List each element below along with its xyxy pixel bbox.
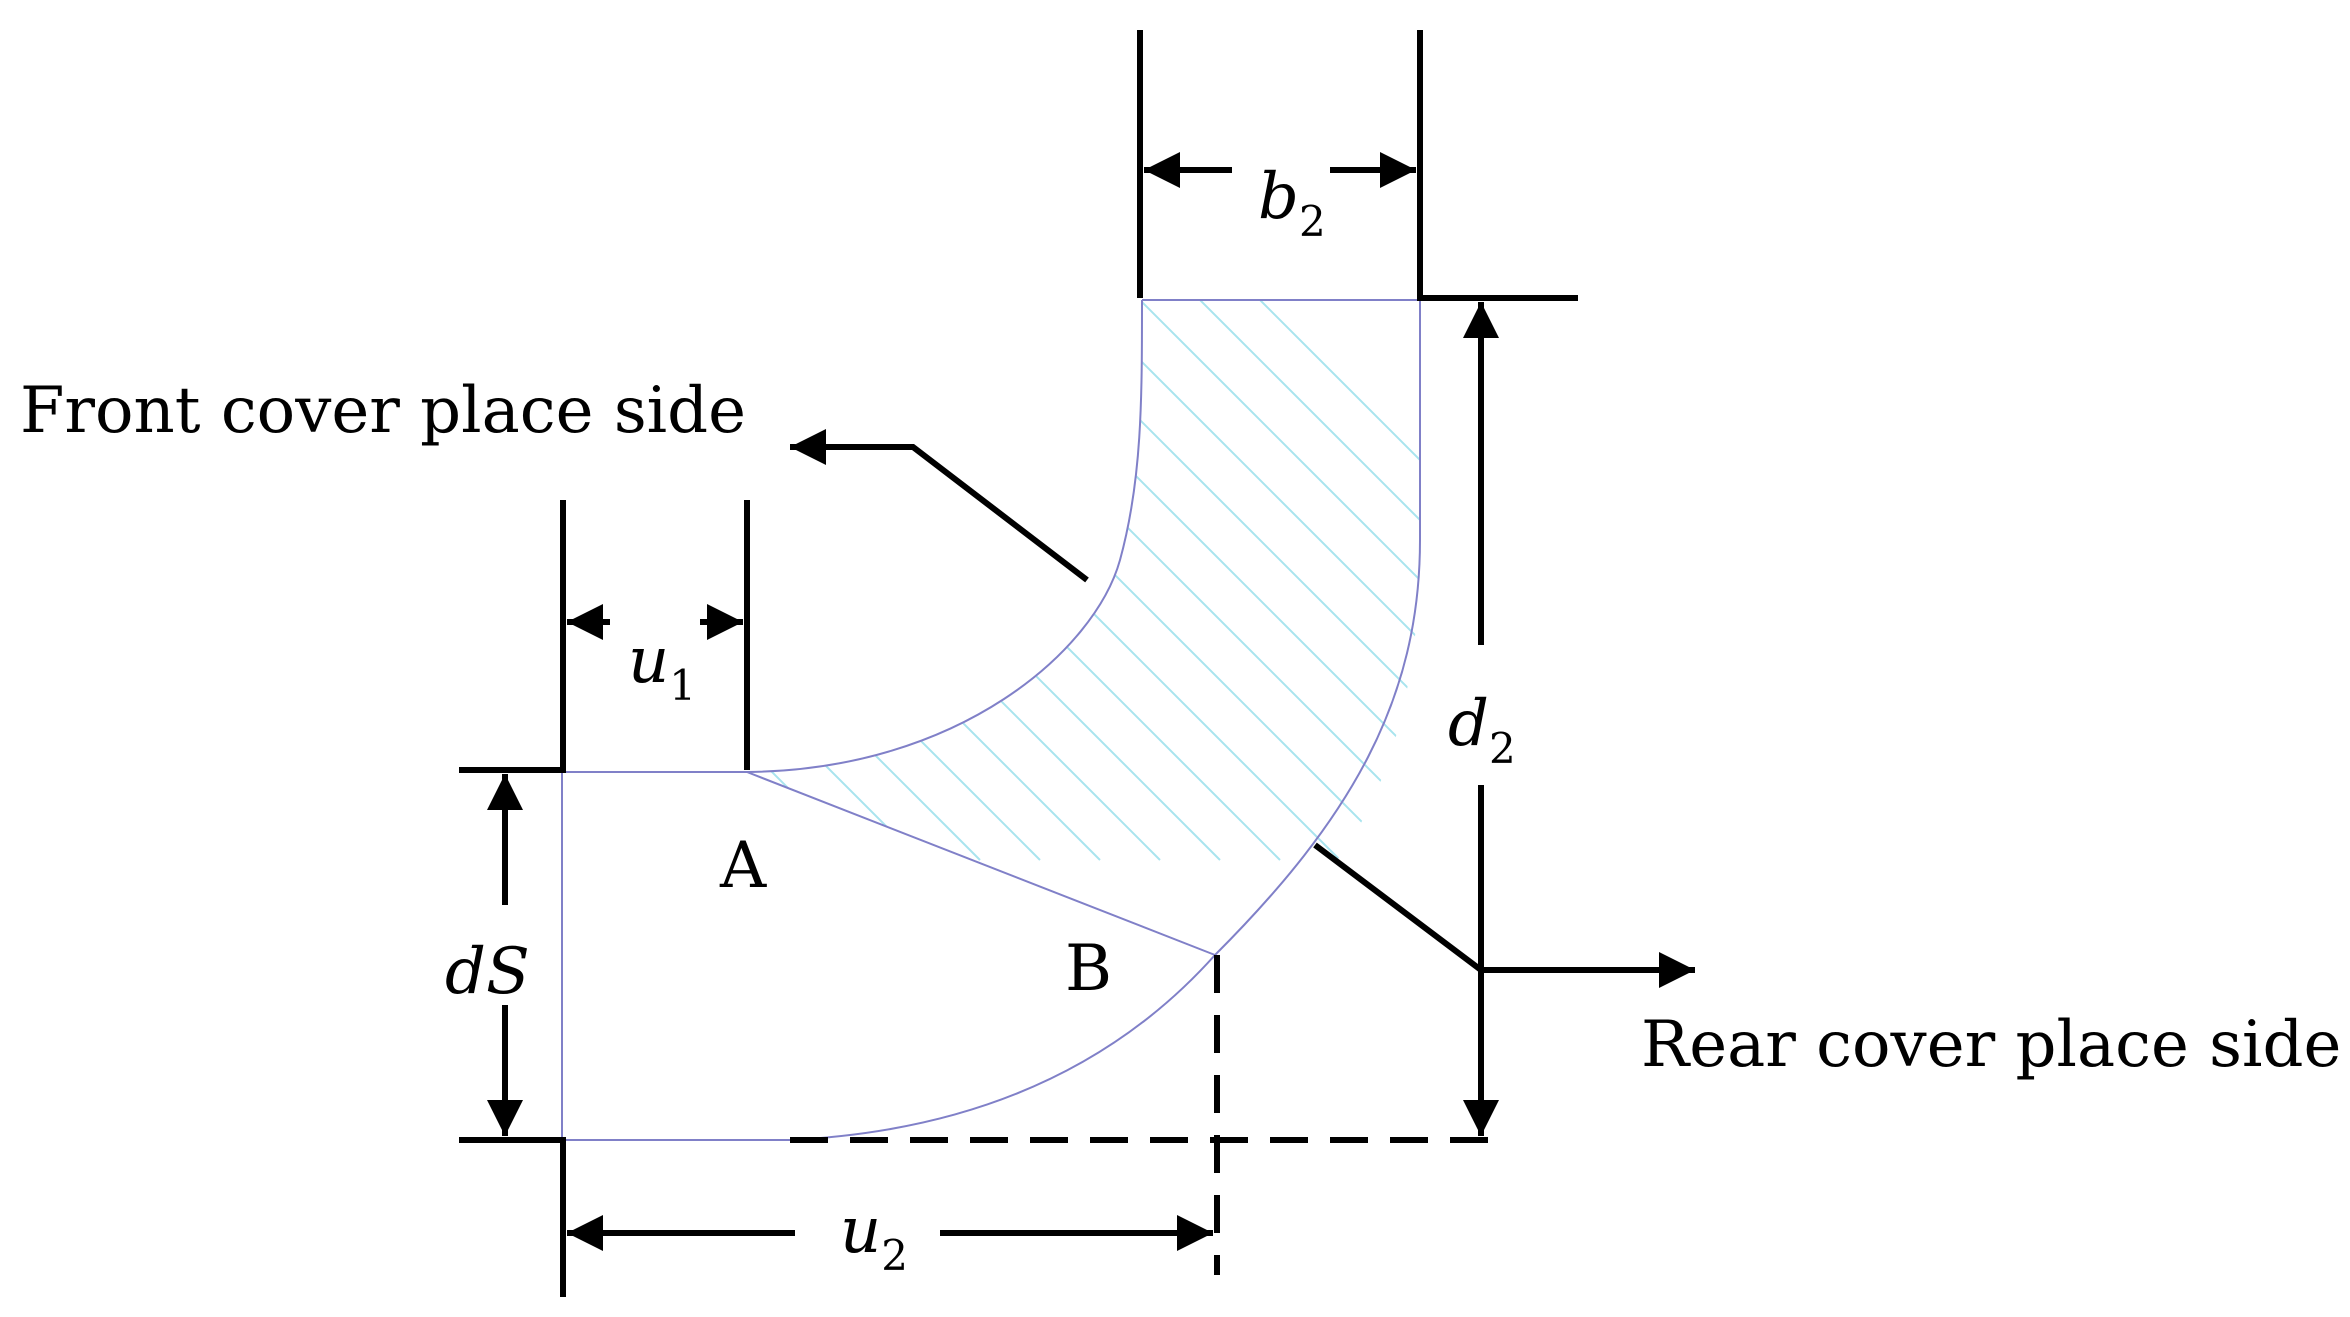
front-side-label: Front cover place side: [20, 374, 746, 448]
front-shroud-curve: [562, 299, 1143, 773]
u2-subscript: 2: [881, 1231, 908, 1280]
d2-subscript: 2: [1489, 724, 1516, 773]
u2-main: u: [840, 1194, 881, 1268]
u1-dimension-label: u1: [628, 624, 696, 710]
flow-passage-hatch: [747, 300, 1420, 861]
inlet-step-bottom: [459, 1137, 566, 1297]
u1-subscript: 1: [669, 661, 696, 710]
d2-main: d: [1448, 687, 1489, 761]
front-side-leader: [790, 429, 1089, 583]
inlet-step-top: [459, 500, 566, 773]
b2-dimension-label: b2: [1258, 160, 1326, 246]
point-a-label: A: [719, 829, 767, 903]
rear-side-label: Rear cover place side: [1641, 1008, 2341, 1082]
u2-dimension-label: u2: [840, 1194, 908, 1280]
rear-side-leader: [1313, 842, 1695, 988]
u1-main: u: [628, 624, 669, 698]
ds-dimension-label: dS: [445, 935, 530, 1009]
b2-main: b: [1258, 160, 1299, 234]
blade-leading-edge-ab: [746, 771, 1216, 956]
point-b-label: B: [1065, 932, 1112, 1006]
d2-dimension-label: d2: [1448, 687, 1516, 773]
b2-subscript: 2: [1299, 197, 1326, 246]
outlet-step-right: [1417, 30, 1578, 301]
